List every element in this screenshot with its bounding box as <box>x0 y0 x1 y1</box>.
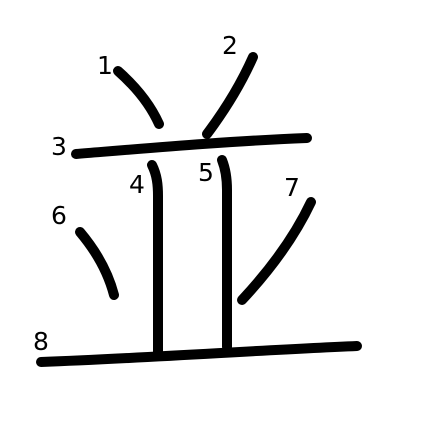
stroke-7 <box>237 197 316 305</box>
stroke-4 <box>147 160 163 357</box>
stroke-3 <box>71 133 312 159</box>
stroke-2 <box>202 52 258 139</box>
stroke-number-3: 3 <box>51 132 67 161</box>
stroke-number-4: 4 <box>129 170 145 199</box>
stroke-number-5: 5 <box>198 158 214 187</box>
stroke-number-6: 6 <box>51 201 67 230</box>
stroke-number-7: 7 <box>284 173 300 202</box>
stroke-1 <box>113 66 164 129</box>
stroke-number-8: 8 <box>33 327 49 356</box>
stroke-6 <box>75 227 119 300</box>
stroke-8 <box>36 341 362 367</box>
stroke-5 <box>217 155 232 352</box>
stroke-number-1: 1 <box>97 51 113 80</box>
stroke-number-2: 2 <box>222 31 238 60</box>
